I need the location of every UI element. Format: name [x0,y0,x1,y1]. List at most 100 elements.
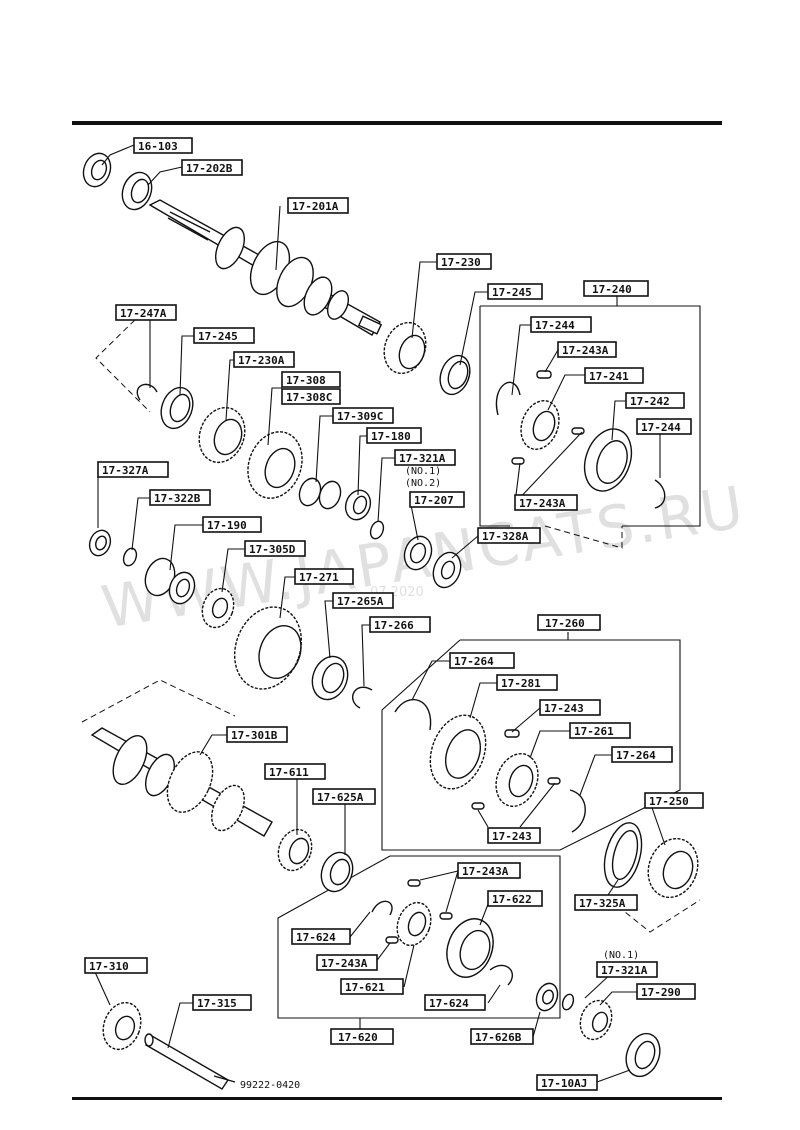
snap-ring-17-244-a [495,381,521,416]
key-17-243A-c [511,457,525,465]
label-17-622: 17-622 [487,890,543,907]
label-17-245-b: 17-245 [193,327,255,344]
ring-17-245-a [439,354,471,396]
svg-text:17-264: 17-264 [616,749,656,762]
label-17-264-a: 17-264 [449,652,515,669]
svg-text:17-611: 17-611 [269,766,309,779]
snap-ring-17-321A-a [369,520,385,540]
ring-17-625A [320,851,354,893]
shaft-17-315 [144,1033,229,1090]
bottom-rule [72,1097,722,1100]
svg-text:17-620: 17-620 [338,1031,378,1044]
label-17-309C: 17-309C [332,407,394,424]
svg-text:17-230A: 17-230A [238,354,285,367]
label-17-190: 17-190 [202,516,262,533]
note-bolt-99222-0420: 99222-0420 [240,1080,300,1091]
label-17-250: 17-250 [644,792,704,809]
label-17-247A: 17-247A [115,304,177,321]
ring-17-245-b [160,386,194,430]
hub-17-621 [396,901,432,947]
svg-text:17-243A: 17-243A [321,957,368,970]
label-17-264-b: 17-264 [611,746,673,763]
svg-text:17-271: 17-271 [299,571,339,584]
svg-text:17-241: 17-241 [589,370,629,383]
bearing-17-10AJ [625,1032,661,1078]
label-17-243A-a: 17-243A [557,341,617,358]
svg-text:17-243A: 17-243A [519,497,566,510]
svg-text:17-305D: 17-305D [249,543,296,556]
label-17-207: 17-207 [409,491,465,508]
svg-text:17-264: 17-264 [454,655,494,668]
label-17-621: 17-621 [340,978,404,995]
svg-text:17-243A: 17-243A [462,865,509,878]
svg-text:17-244: 17-244 [535,319,575,332]
label-17-180: 17-180 [366,427,422,444]
key-17-243A-f [385,936,399,944]
label-17-625A: 17-625A [312,788,376,805]
svg-text:17-243A: 17-243A [562,344,609,357]
sleeve-17-309C [298,477,342,510]
svg-text:17-202B: 17-202B [186,162,233,175]
key-17-243A-a [536,370,552,379]
note-no1-b: (NO.1) [603,950,639,961]
snap-ring-17-264-a [394,698,432,731]
svg-text:17-266: 17-266 [374,619,414,632]
svg-text:17-328A: 17-328A [482,530,529,543]
label-17-266: 17-266 [369,616,431,633]
svg-text:17-230: 17-230 [441,256,481,269]
gear-17-230A [198,406,246,464]
snap-ring-17-247A [136,383,158,401]
main-shaft-17-201A [148,199,383,336]
svg-text:17-315: 17-315 [197,997,237,1010]
bearing-17-190 [144,557,196,605]
key-17-243A-d [407,879,421,887]
key-17-243-c [471,802,485,810]
svg-text:17-190: 17-190 [207,519,247,532]
key-17-243A-b [571,427,585,435]
svg-text:17-310: 17-310 [89,960,129,973]
label-17-243A-d: 17-243A [316,954,378,971]
gear-17-230 [383,321,427,375]
svg-text:17-260: 17-260 [545,617,585,630]
svg-text:17-201A: 17-201A [292,200,339,213]
hub-17-241 [520,400,560,450]
bolt-99222-0420 [213,1075,236,1083]
label-17-243-b: 17-243 [487,827,541,844]
label-17-325A: 17-325A [574,894,638,911]
svg-text:17-245: 17-245 [198,330,238,343]
washer-17-207 [403,535,433,571]
label-17-611: 17-611 [264,763,326,780]
svg-text:17-250: 17-250 [649,795,689,808]
seal-17-327A [88,529,112,557]
svg-text:17-281: 17-281 [501,677,541,690]
label-17-230A: 17-230A [233,351,295,368]
label-17-244-a: 17-244 [530,316,592,333]
svg-text:17-325A: 17-325A [579,897,626,910]
label-17-301B: 17-301B [226,726,288,743]
gear-17-271 [233,606,303,690]
gear-17-290 [579,999,613,1041]
label-17-265A: 17-265A [332,592,394,609]
label-17-327A: 17-327A [97,461,169,478]
svg-text:17-245: 17-245 [492,286,532,299]
svg-text:17-265A: 17-265A [337,595,384,608]
label-17-271: 17-271 [294,568,354,585]
svg-text:17-322B: 17-322B [154,492,201,505]
snap-ring-17-322B [122,547,138,567]
snap-ring-17-244-b [654,479,666,509]
snap-ring-17-264-b [569,789,586,833]
label-17-321A-b: 17-321A [596,961,658,978]
ring-17-265A [311,655,349,701]
svg-text:17-622: 17-622 [492,893,532,906]
note-no2-a: (NO.2) [405,478,441,489]
label-17-308C: 17-308C [281,388,341,405]
svg-text:17-321A: 17-321A [399,452,446,465]
svg-text:16-103: 16-103 [138,140,178,153]
label-17-305D: 17-305D [244,540,306,557]
label-16-103: 16-103 [133,137,193,154]
label-17-244-b: 17-244 [636,418,692,435]
label-17-290: 17-290 [636,983,696,1000]
label-17-315: 17-315 [192,994,252,1011]
label-17-624-a: 17-624 [291,928,351,945]
